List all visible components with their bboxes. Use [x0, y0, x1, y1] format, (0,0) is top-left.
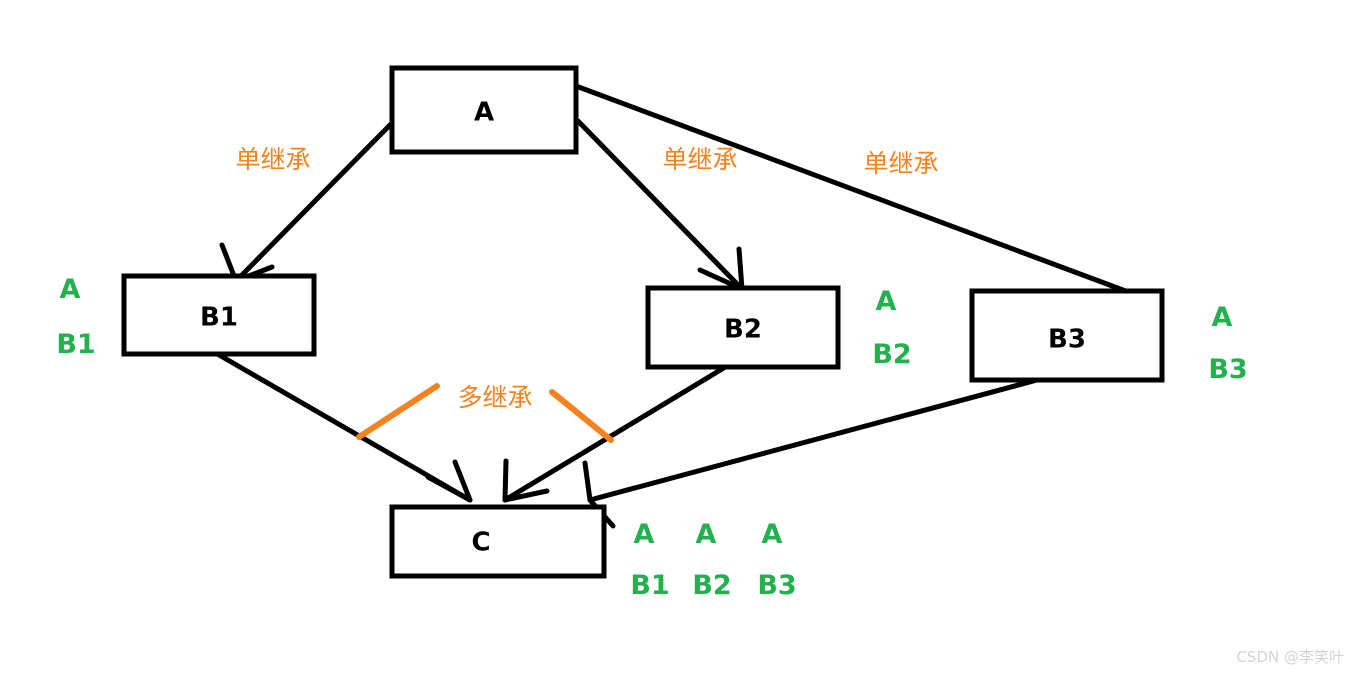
node-c[interactable]: C: [389, 504, 607, 579]
mro-annotation-c-column-2: A B2: [692, 519, 731, 601]
multiple-inheritance-label: 多继承: [457, 383, 532, 412]
node-b2-rect[interactable]: [645, 285, 841, 370]
arrowhead-c-from-b2: [502, 458, 550, 503]
edge-a-to-b3: [573, 83, 1134, 296]
mro-annotation-c-column-1: A B1: [630, 519, 669, 601]
edge-label-a-b3: 单继承: [863, 149, 938, 178]
mro-annotation-b2: A B2: [872, 286, 911, 370]
node-b3-label: B3: [1048, 325, 1086, 355]
edge-b1-to-c: [211, 349, 473, 503]
edge-line-b2-c: [502, 363, 730, 503]
csdn-watermark: CSDN @李笑叶: [1236, 648, 1344, 666]
node-a-label: A: [474, 98, 494, 128]
mro-b1-line-1: B1: [56, 329, 95, 360]
node-b2[interactable]: B2: [645, 285, 841, 370]
mro-c2-line-1: B2: [692, 570, 731, 601]
mro-c3-line-0: A: [762, 519, 783, 550]
node-a-rect[interactable]: [389, 65, 579, 155]
edge-line-b3-c: [587, 377, 1040, 503]
edge-line-a-b2: [575, 118, 745, 292]
tick-mark-right: [549, 389, 614, 443]
edge-b2-to-c: [502, 363, 730, 503]
mro-c3-line-1: B3: [757, 570, 796, 601]
mro-c1-line-1: B1: [630, 570, 669, 601]
edge-line-a-b1: [233, 121, 394, 284]
edge-line-a-b3: [573, 83, 1134, 296]
edge-b3-to-c: [582, 377, 1040, 529]
mro-c1-line-0: A: [634, 519, 655, 550]
mro-annotation-b3: A B3: [1208, 302, 1247, 385]
mro-b2-line-0: A: [876, 286, 897, 317]
node-b1[interactable]: B1: [121, 273, 317, 357]
edge-label-a-b1: 单继承: [235, 145, 310, 174]
node-b2-label: B2: [724, 315, 762, 345]
node-c-label: C: [471, 528, 490, 558]
tick-mark-left: [356, 383, 440, 440]
mro-b2-line-1: B2: [872, 339, 911, 370]
node-b3-rect[interactable]: [969, 288, 1165, 383]
node-b1-rect[interactable]: [121, 273, 317, 357]
mro-b1-line-0: A: [60, 274, 81, 305]
edge-label-a-b2: 单继承: [662, 145, 737, 174]
node-b1-label: B1: [200, 303, 238, 333]
mro-annotation-c-column-3: A B3: [757, 519, 796, 601]
mro-c2-line-0: A: [696, 519, 717, 550]
node-b3[interactable]: B3: [969, 288, 1165, 383]
mro-b3-line-0: A: [1212, 302, 1233, 333]
mro-annotation-b1: A B1: [56, 274, 95, 360]
arrowhead-c-from-b1: [425, 459, 473, 503]
node-c-rect[interactable]: [389, 504, 607, 579]
multiple-inheritance-marker: [356, 383, 614, 443]
node-a[interactable]: A: [389, 65, 579, 155]
mro-b3-line-1: B3: [1208, 354, 1247, 385]
